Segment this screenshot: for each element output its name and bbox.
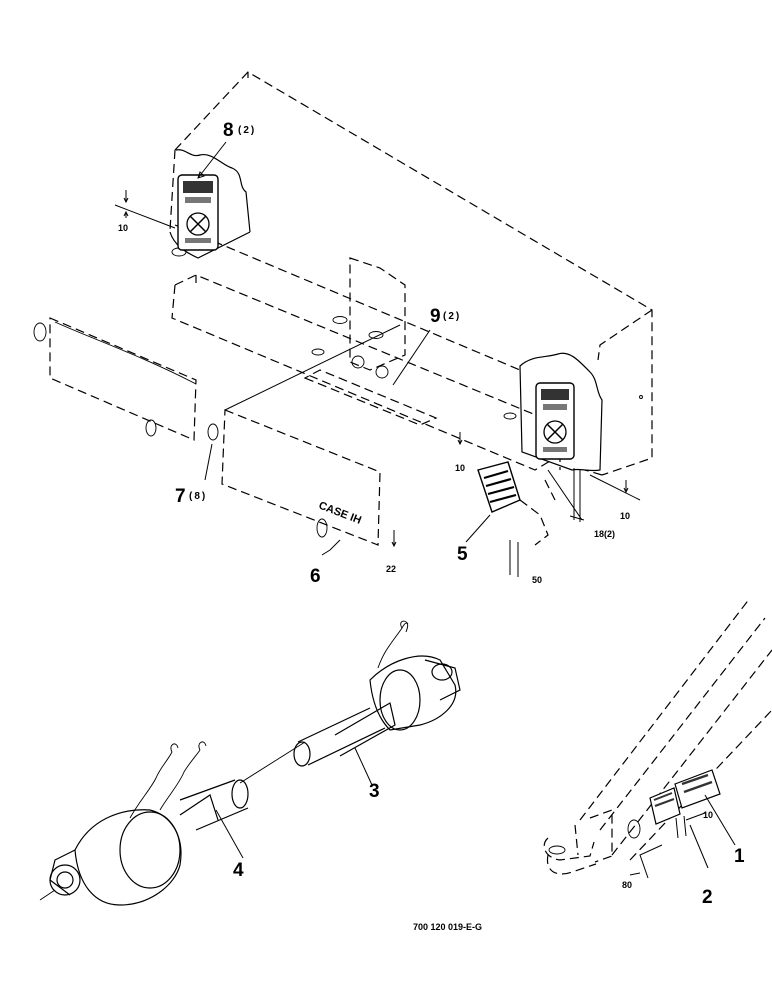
shield-left — [33, 317, 197, 441]
dim-80: 80 — [622, 880, 632, 890]
dim-50: 50 — [532, 575, 542, 585]
tongue-assembly — [543, 597, 772, 875]
callout-7-qty: (8) — [189, 491, 207, 502]
top-leaders — [197, 141, 583, 556]
warning-decal-left — [177, 174, 219, 251]
brand-decal: CASE IH — [317, 500, 363, 527]
callout-2: 2 — [702, 887, 713, 908]
header-assembly — [169, 71, 653, 476]
callout-3: 3 — [369, 781, 380, 802]
dim-22: 22 — [386, 564, 396, 574]
reflector-decal — [477, 461, 556, 546]
pto-shaft-assembly — [39, 620, 461, 906]
callout-8: 8 — [223, 120, 234, 141]
dim-10-top-left: 10 — [118, 223, 128, 233]
dimension-marks-top — [114, 190, 641, 577]
pto-leaders — [215, 747, 373, 859]
callout-9-qty: (2) — [443, 311, 461, 322]
dim-10-center: 10 — [455, 463, 465, 473]
shield-right: CASE IH — [207, 409, 381, 546]
callout-1: 1 — [734, 846, 745, 867]
callout-8-qty: (2) — [238, 125, 256, 136]
callout-7: 7 — [175, 486, 186, 507]
drawing-number: 700 120 019-E-G — [413, 922, 482, 932]
callout-4: 4 — [233, 860, 244, 881]
callout-6: 6 — [310, 566, 321, 587]
tongue-leaders — [629, 794, 736, 879]
dim-10-right: 10 — [620, 511, 630, 521]
callout-9: 9 — [430, 306, 441, 327]
dim-10-tongue: 10 — [703, 810, 713, 820]
dim-18: 18(2) — [594, 529, 615, 539]
warning-decal-right — [535, 382, 575, 460]
callout-5: 5 — [457, 544, 468, 565]
